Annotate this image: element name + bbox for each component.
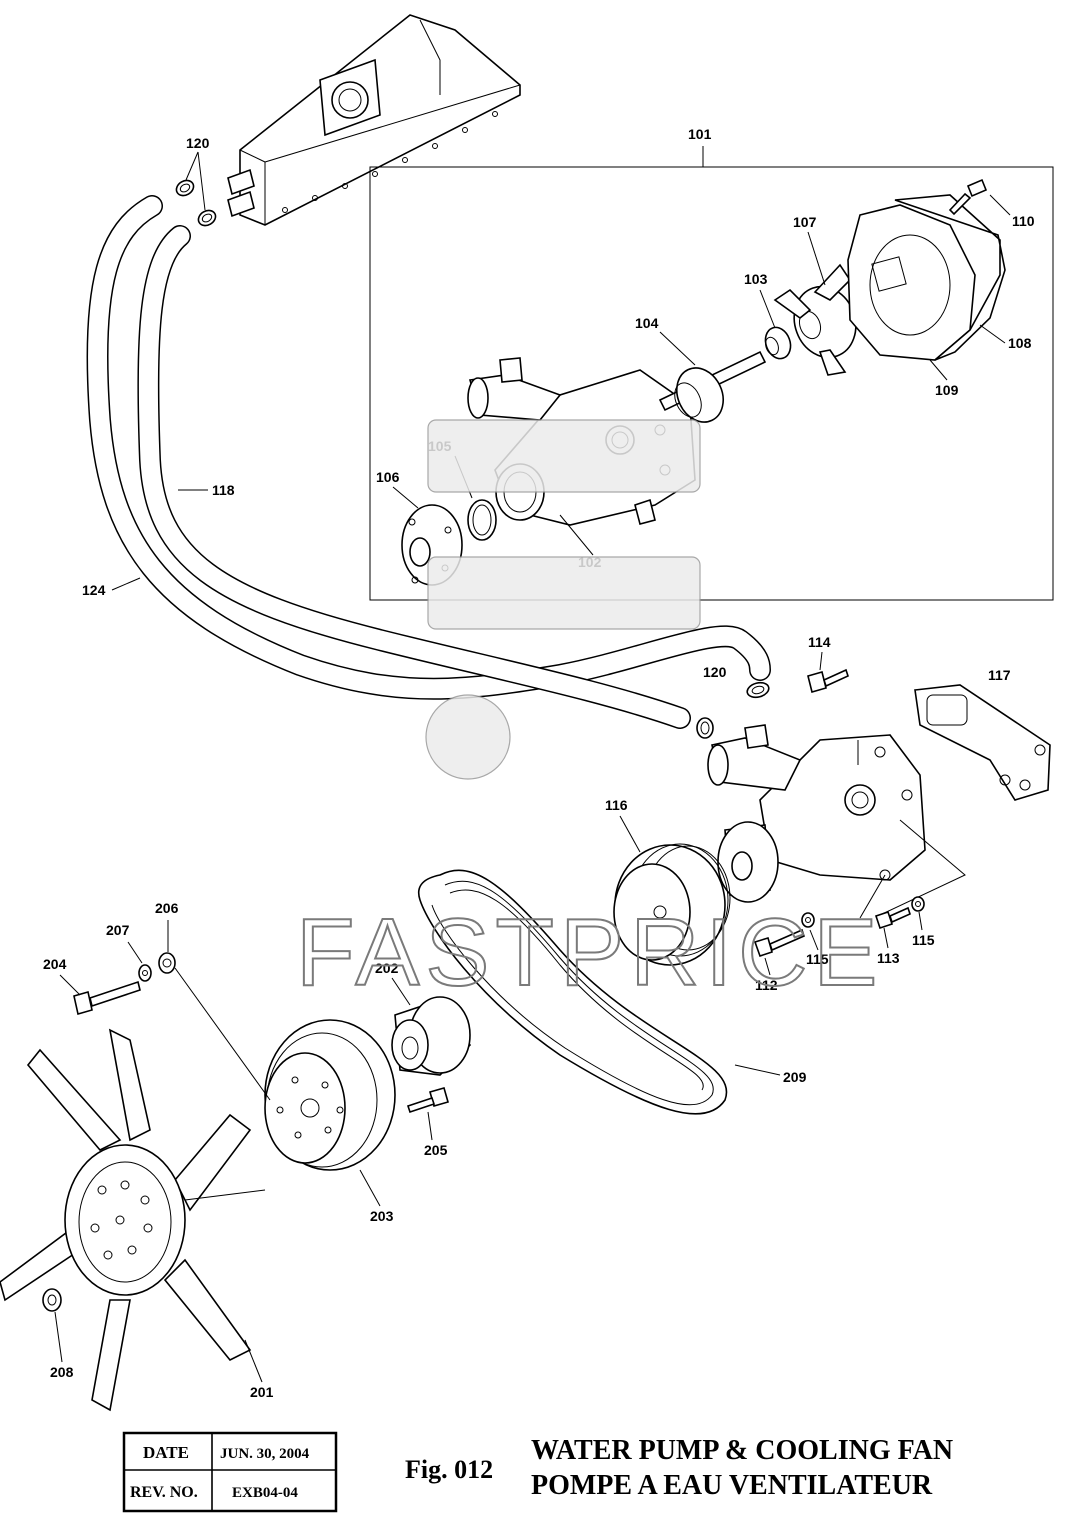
callout-120-upper: 120: [186, 135, 210, 151]
water-pump-assembled: [707, 724, 926, 903]
bolt-205: [406, 1087, 449, 1114]
callout-107: 107: [793, 214, 817, 230]
callout-118: 118: [212, 482, 235, 498]
callout-106: 106: [376, 469, 400, 485]
pump-back-plate: [847, 204, 976, 361]
callout-115-left: 115: [806, 951, 829, 967]
water-seal: [764, 326, 792, 360]
callout-120-lower: 120: [703, 664, 727, 680]
fan-pulley: [264, 1019, 396, 1171]
callout-203: 203: [370, 1208, 394, 1224]
figure-title-en: WATER PUMP & COOLING FAN: [531, 1435, 953, 1466]
figure-number: Fig. 012: [405, 1455, 493, 1484]
callout-104: 104: [635, 315, 659, 331]
callout-117: 117: [988, 667, 1011, 683]
callout-124: 124: [82, 582, 106, 598]
callout-101: 101: [688, 126, 712, 142]
callout-209: 209: [783, 1069, 807, 1085]
callout-202: 202: [375, 960, 399, 976]
water-pump-pulley: [613, 843, 731, 966]
date-value: JUN. 30, 2004: [220, 1446, 310, 1462]
bolt-110: [948, 178, 988, 216]
callout-205: 205: [424, 1142, 448, 1158]
bolt-204: [73, 980, 141, 1016]
pump-gasket: [894, 194, 1006, 361]
washer-207: [138, 964, 152, 982]
callout-207: 207: [106, 922, 130, 938]
callout-116: 116: [605, 797, 628, 813]
cooling-fan: [0, 1028, 252, 1412]
callout-109: 109: [935, 382, 959, 398]
figure-title-fr: POMPE A EAU VENTILATEUR: [531, 1470, 933, 1501]
washer-115-left: [801, 912, 815, 928]
callout-115-right: 115: [912, 932, 935, 948]
callout-110: 110: [1012, 213, 1035, 229]
hose-124: [86, 195, 771, 700]
title-block: DATE JUN. 30, 2004 REV. NO. EXB04-04: [122, 1431, 338, 1513]
shaft-bearing: [658, 350, 767, 423]
callout-114: 114: [808, 634, 831, 650]
hose-clamp-lower: [696, 681, 770, 739]
rev-value: EXB04-04: [232, 1485, 298, 1501]
outlet-gasket: [914, 684, 1051, 801]
callout-206: 206: [155, 900, 179, 916]
bolt-114: [807, 668, 849, 693]
bolt-112: [753, 928, 805, 958]
date-label: DATE: [143, 1443, 189, 1462]
nut-208: [42, 1288, 62, 1312]
callout-112: 112: [755, 977, 778, 993]
watermark: FASTPRICE: [295, 419, 883, 1007]
snap-ring: [467, 499, 497, 541]
manifold-bolt-holes: [282, 111, 498, 213]
callout-108: 108: [1008, 335, 1032, 351]
bolt-113: [874, 906, 911, 930]
hose-118: [137, 225, 691, 729]
v-belt: [418, 869, 728, 1115]
water-pump-assembly-box: [369, 146, 1054, 601]
callout-208: 208: [50, 1364, 74, 1380]
rev-label: REV. NO.: [130, 1484, 198, 1501]
callout-201: 201: [250, 1384, 274, 1400]
watermark-text: FASTPRICE: [296, 899, 883, 1006]
callout-103: 103: [744, 271, 768, 287]
thermostat-housing: [227, 14, 521, 226]
callout-204: 204: [43, 956, 67, 972]
hose-clamp-upper: [175, 179, 217, 227]
washer-115-right: [911, 896, 925, 912]
washer-206: [158, 952, 176, 974]
callout-113: 113: [877, 950, 900, 966]
idler-pulley: [391, 996, 472, 1076]
